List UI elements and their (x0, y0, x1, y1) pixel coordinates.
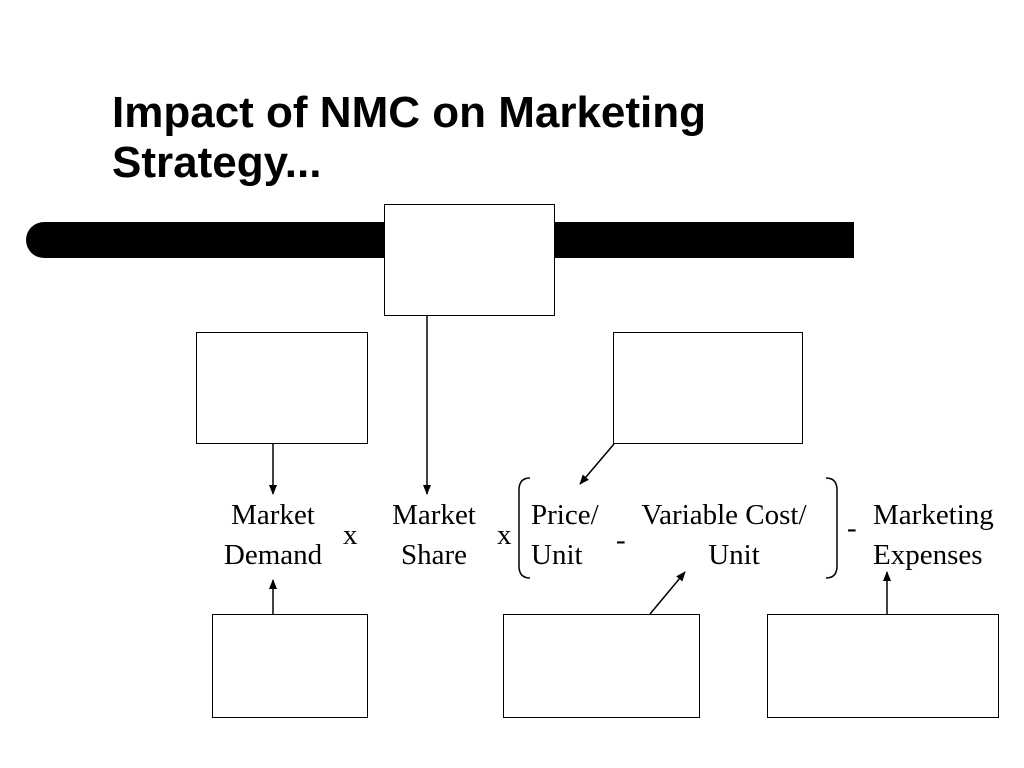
market-demand-line-2: Demand (223, 539, 323, 571)
market-share-line-2: Share (400, 539, 468, 571)
variable-cost-line-2: Unit (708, 539, 760, 571)
right-bracket (825, 477, 838, 579)
market-demand-bottom-box (212, 614, 368, 718)
term-market-demand: Market Demand (208, 495, 338, 575)
market-demand-top-box (196, 332, 368, 444)
variable-cost-driver-box (503, 614, 700, 718)
term-marketing-expenses: Marketing Expenses (873, 495, 994, 575)
operator-times-2: x (497, 519, 512, 551)
arrow-to-price (579, 443, 615, 485)
marketing-expenses-driver-box (767, 614, 999, 718)
market-share-line-1: Market (392, 499, 476, 531)
operator-minus-2: - (847, 512, 857, 544)
price-unit-line-1: Price/ (531, 499, 599, 531)
arrow-to-variable-cost (649, 571, 686, 615)
slide-title-line-2: Strategy... (112, 138, 322, 187)
marketing-expenses-line-2: Expenses (873, 539, 983, 571)
variable-cost-line-1: Variable Cost/ (641, 499, 807, 531)
slide-title-line-1: Impact of NMC on Marketing (112, 88, 707, 137)
term-variable-cost-unit: Variable Cost/ Unit (624, 495, 824, 575)
market-demand-line-1: Market (231, 499, 315, 531)
left-bracket (518, 477, 531, 579)
term-price-unit: Price/ Unit (531, 495, 599, 575)
operator-times-1: x (343, 519, 358, 551)
slide-title: Impact of NMC on Marketing Strategy... (112, 88, 872, 188)
term-market-share: Market Share (382, 495, 486, 575)
price-unit-line-2: Unit (531, 539, 583, 571)
marketing-expenses-line-1: Marketing (873, 499, 994, 531)
price-driver-box (613, 332, 803, 444)
operator-minus-1: - (616, 524, 626, 556)
market-share-driver-box (384, 204, 555, 316)
